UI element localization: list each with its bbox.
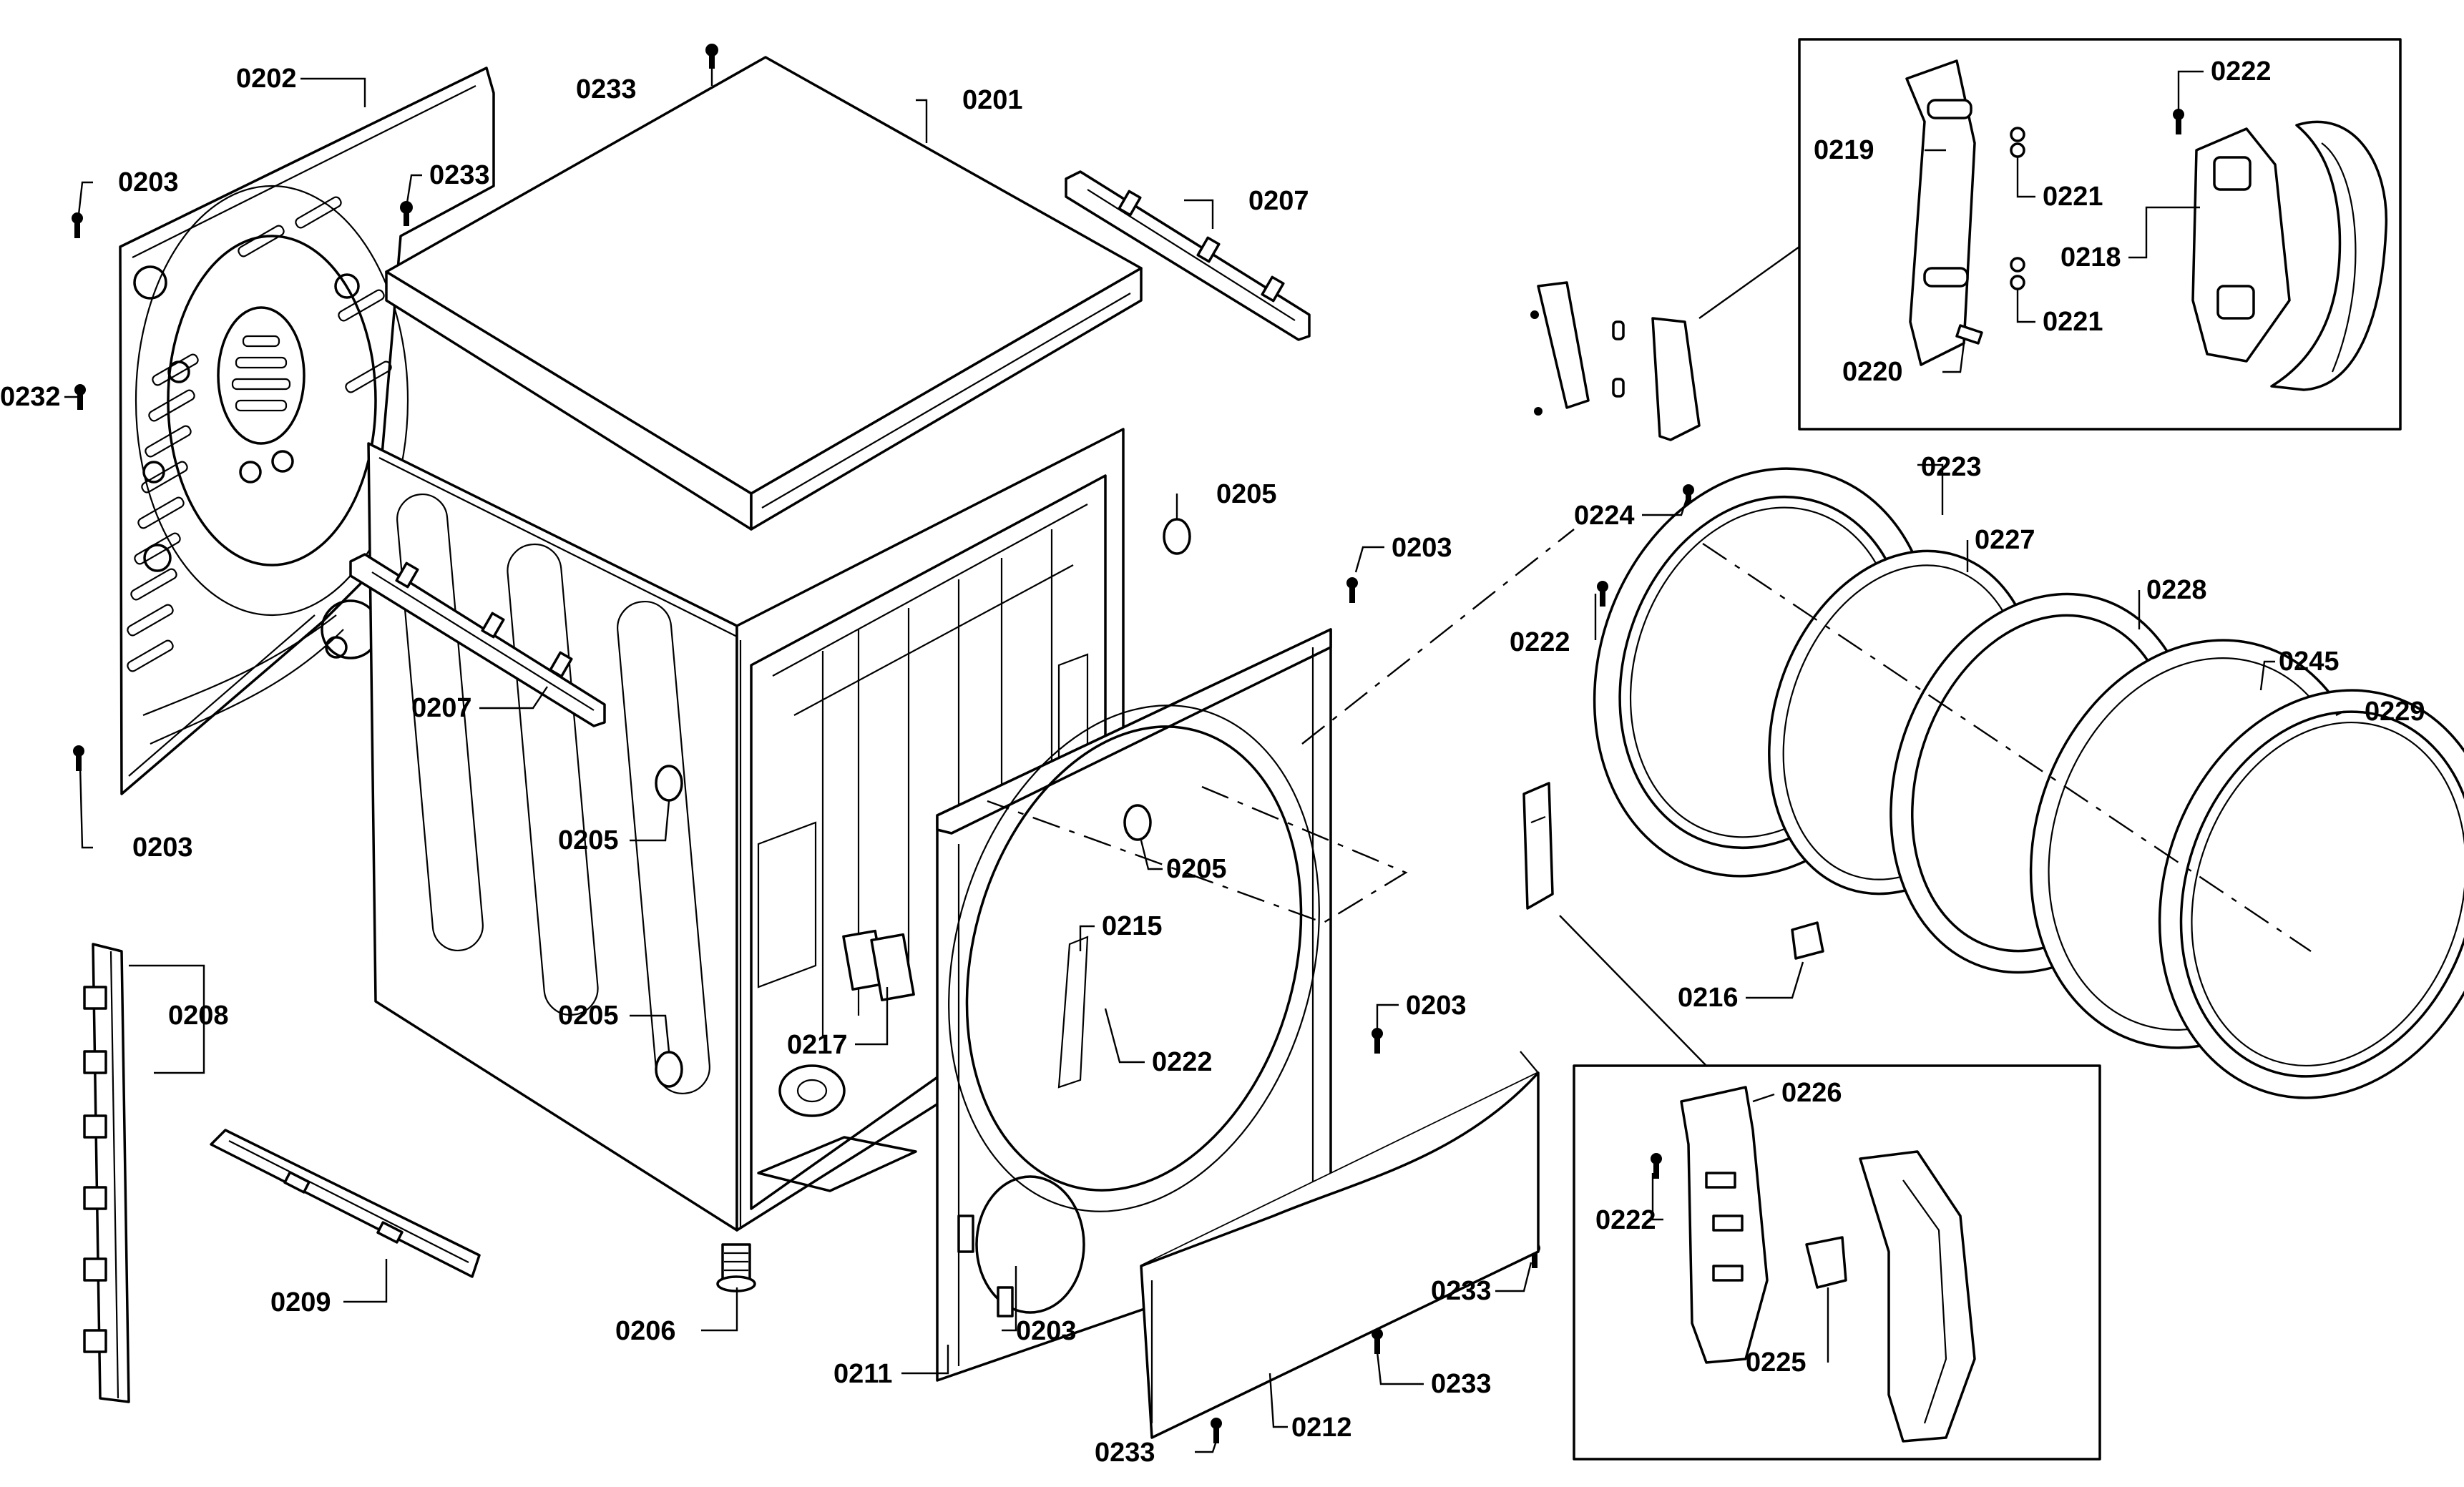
callout-0205-d: 0205 bbox=[558, 1001, 619, 1031]
callout-0217: 0217 bbox=[787, 1030, 848, 1060]
callout-labels: 0201 0202 0203 0203 0203 0203 0203 0205 … bbox=[0, 57, 2425, 1468]
callout-0233-e: 0233 bbox=[1095, 1438, 1155, 1468]
top-bracket-left bbox=[349, 553, 606, 727]
callout-0233-a: 0233 bbox=[576, 74, 637, 104]
leveling-foot bbox=[716, 1243, 756, 1292]
callout-0203-d: 0203 bbox=[1406, 991, 1467, 1021]
callout-0201: 0201 bbox=[962, 85, 1023, 115]
callout-0205-c: 0205 bbox=[1166, 854, 1227, 884]
door-hinge-small bbox=[1530, 281, 1701, 441]
callout-0224: 0224 bbox=[1574, 501, 1635, 531]
bottom-rail bbox=[210, 1129, 481, 1278]
callout-0245: 0245 bbox=[2279, 647, 2340, 677]
callout-0226: 0226 bbox=[1781, 1078, 1842, 1108]
callout-0203-b: 0203 bbox=[1392, 533, 1452, 563]
callout-0216: 0216 bbox=[1678, 983, 1739, 1013]
callout-0205-a: 0205 bbox=[1216, 479, 1277, 509]
callout-0203-a: 0203 bbox=[118, 167, 179, 197]
callout-0206: 0206 bbox=[615, 1316, 676, 1346]
callout-0215: 0215 bbox=[1102, 911, 1163, 941]
assembly-axis-lines bbox=[987, 529, 2312, 952]
callout-0205-b: 0205 bbox=[558, 825, 619, 855]
callout-0219: 0219 bbox=[1814, 135, 1874, 165]
callout-0212: 0212 bbox=[1291, 1413, 1352, 1443]
callout-0203-c: 0203 bbox=[132, 833, 193, 863]
callout-0207-b: 0207 bbox=[411, 693, 472, 723]
callout-0223: 0223 bbox=[1921, 452, 1982, 482]
callout-0202: 0202 bbox=[236, 64, 297, 94]
callout-0211: 0211 bbox=[833, 1359, 892, 1389]
leader-lines bbox=[64, 64, 2357, 1453]
callout-0218: 0218 bbox=[2060, 242, 2121, 273]
door-latch-block bbox=[1522, 782, 1824, 960]
front-panel bbox=[936, 628, 1332, 1382]
side-trim bbox=[83, 943, 130, 1403]
callout-0227: 0227 bbox=[1975, 525, 2035, 555]
callout-0232: 0232 bbox=[0, 382, 61, 412]
callout-0222-b: 0222 bbox=[1510, 627, 1570, 657]
callout-0233-c: 0233 bbox=[1431, 1276, 1492, 1306]
callout-0222-a: 0222 bbox=[2211, 57, 2272, 87]
callout-0209: 0209 bbox=[270, 1287, 331, 1317]
callout-0203-e: 0203 bbox=[1016, 1316, 1077, 1346]
callout-0233-d: 0233 bbox=[1431, 1369, 1492, 1399]
callout-0222-d: 0222 bbox=[1595, 1205, 1656, 1235]
lower-front-panel bbox=[1140, 1051, 1540, 1439]
inset-hinge-detail bbox=[1698, 38, 2402, 431]
callout-0207-a: 0207 bbox=[1248, 186, 1309, 216]
inset-latch-detail bbox=[1559, 915, 2101, 1461]
callout-0233-b: 0233 bbox=[429, 160, 490, 190]
callout-0221-a: 0221 bbox=[2043, 182, 2103, 212]
top-bracket-right bbox=[1065, 170, 1311, 341]
callout-0228: 0228 bbox=[2146, 575, 2207, 605]
callout-0221-b: 0221 bbox=[2043, 307, 2103, 337]
callout-0222-c: 0222 bbox=[1152, 1047, 1213, 1077]
bumpers bbox=[655, 518, 1191, 1088]
callout-0225: 0225 bbox=[1746, 1348, 1807, 1378]
callout-0208: 0208 bbox=[168, 1001, 229, 1031]
callout-0229: 0229 bbox=[2365, 697, 2425, 727]
door-rings bbox=[1593, 467, 2464, 1099]
callout-0220: 0220 bbox=[1842, 357, 1903, 387]
